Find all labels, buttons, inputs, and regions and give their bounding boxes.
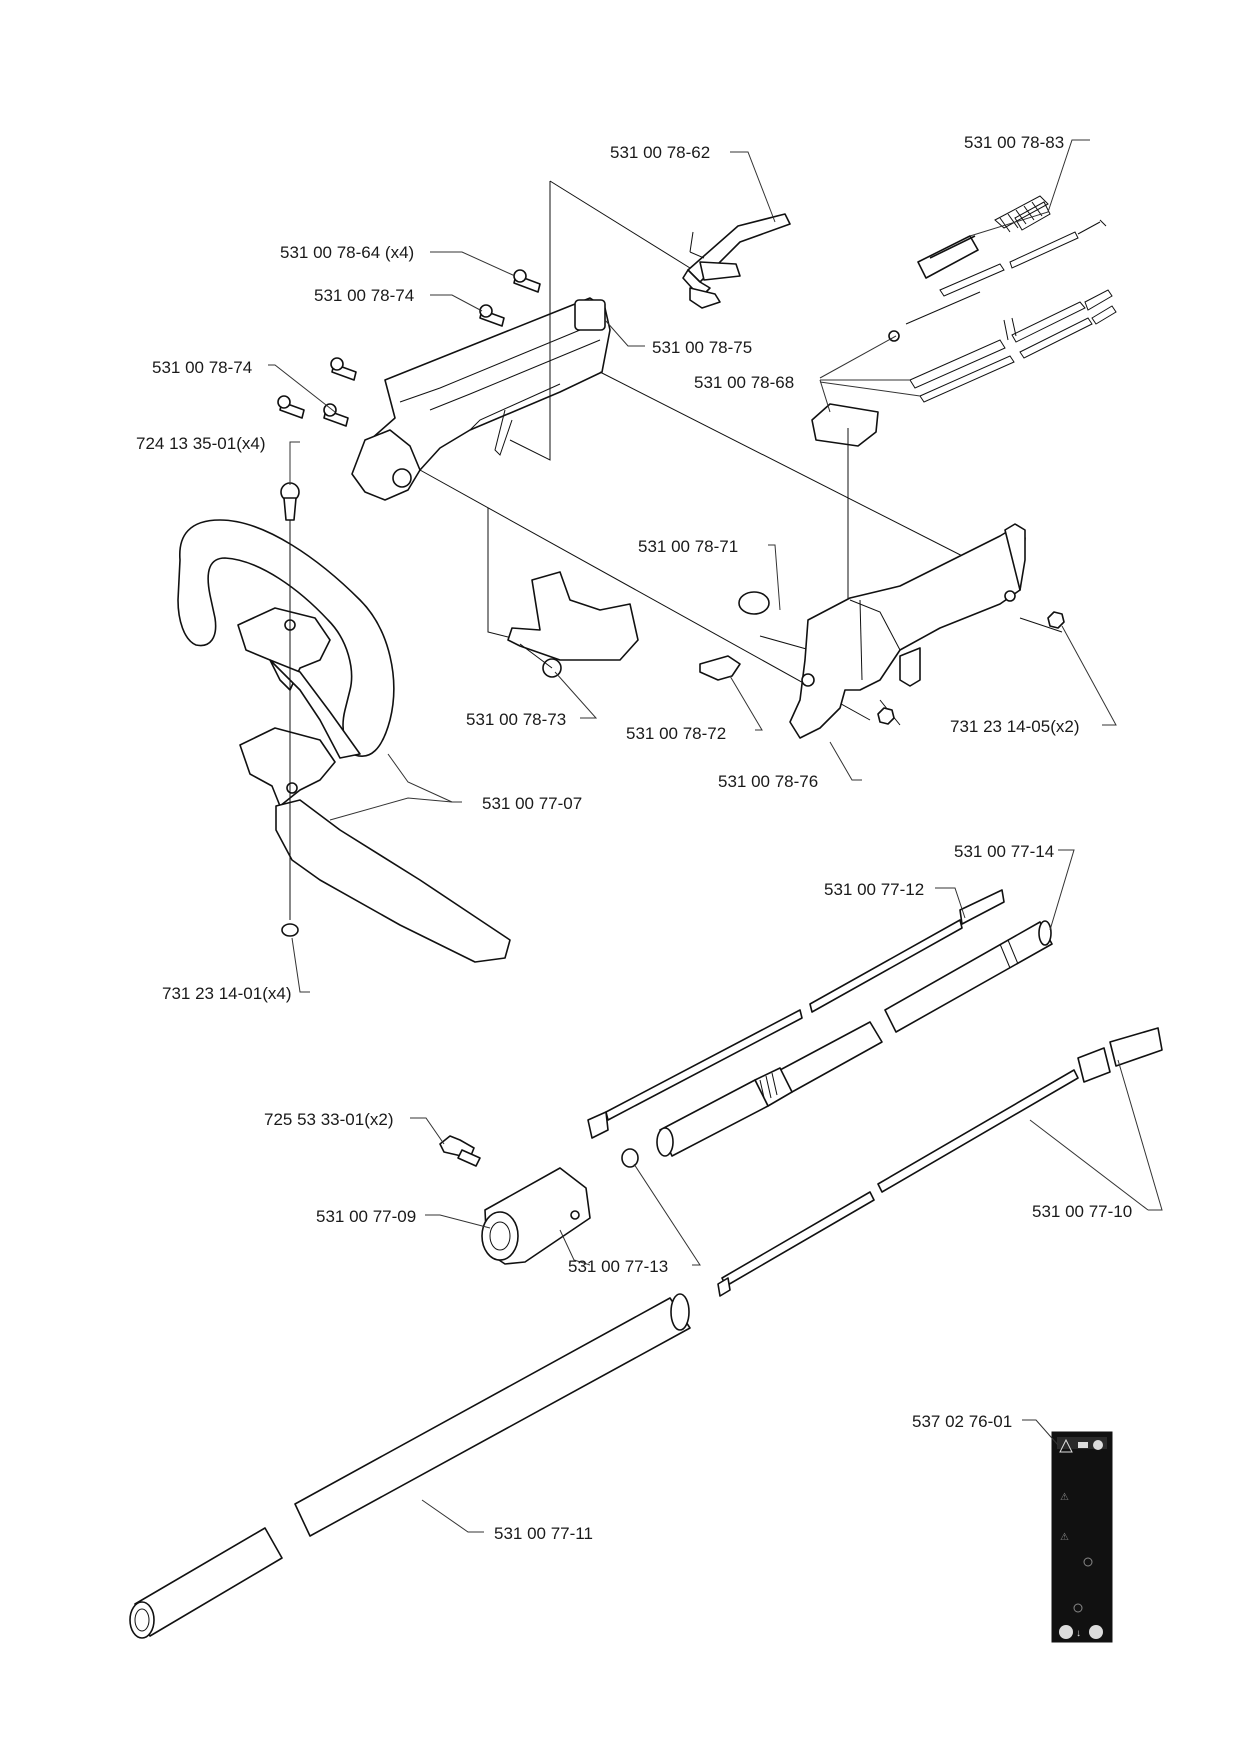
front-handle-part bbox=[177, 519, 511, 963]
handle-bolt-part bbox=[280, 482, 300, 937]
label-531-00-77-14: 531 00 77-14 bbox=[954, 842, 1054, 861]
label-731-23-14-05: 731 23 14-05(x2) bbox=[950, 717, 1079, 736]
label-725-53-33-01: 725 53 33-01(x2) bbox=[264, 1110, 393, 1129]
label-531-00-78-74-upper: 531 00 78-74 bbox=[314, 286, 414, 305]
label-531-00-77-12: 531 00 77-12 bbox=[824, 880, 924, 899]
handle-housing-left bbox=[351, 297, 611, 501]
stop-switch-part bbox=[811, 403, 879, 447]
label-531-00-77-11: 531 00 77-11 bbox=[494, 1524, 593, 1543]
label-531-00-78-68: 531 00 78-68 bbox=[694, 373, 794, 392]
label-531-00-78-75: 531 00 78-75 bbox=[652, 338, 752, 357]
label-531-00-78-64: 531 00 78-64 (x4) bbox=[280, 243, 414, 262]
shaft-tube-upper-part bbox=[656, 920, 1053, 1157]
leader-lines bbox=[268, 139, 1163, 1533]
label-531-00-78-71: 531 00 78-71 bbox=[638, 537, 738, 556]
svg-text:⚠: ⚠ bbox=[1060, 1532, 1069, 1543]
spacer-part bbox=[507, 571, 639, 678]
o-ring-part bbox=[621, 1148, 639, 1168]
part-labels: 531 00 78-62 531 00 78-83 531 00 78-64 (… bbox=[136, 133, 1132, 1543]
label-531-00-77-09: 531 00 77-09 bbox=[316, 1207, 416, 1226]
hex-nut-part bbox=[1047, 611, 1065, 629]
drive-shaft-lower-part bbox=[717, 1027, 1163, 1297]
clamp-screw-part bbox=[439, 1135, 481, 1167]
shaft-tube-lower-part bbox=[129, 1293, 691, 1639]
label-531-00-78-83: 531 00 78-83 bbox=[964, 133, 1064, 152]
svg-text:↓: ↓ bbox=[1076, 1628, 1081, 1639]
label-531-00-77-07: 531 00 77-07 bbox=[482, 794, 582, 813]
label-531-00-77-10: 531 00 77-10 bbox=[1032, 1202, 1132, 1221]
label-531-00-78-76: 531 00 78-76 bbox=[718, 772, 818, 791]
hex-nut-part bbox=[877, 707, 895, 725]
retainer-clip-part bbox=[699, 655, 741, 681]
part-drawings: ⚠ ⚠ ↓ bbox=[129, 180, 1163, 1643]
label-724-13-35-01: 724 13 35-01(x4) bbox=[136, 434, 265, 453]
label-731-23-14-01: 731 23 14-01(x4) bbox=[162, 984, 291, 1003]
handle-housing-right bbox=[789, 523, 1026, 739]
label-531-00-78-73: 531 00 78-73 bbox=[466, 710, 566, 729]
label-537-02-76-01: 537 02 76-01 bbox=[912, 1412, 1012, 1431]
label-531-00-78-62: 531 00 78-62 bbox=[610, 143, 710, 162]
throttle-cable-set bbox=[888, 195, 1117, 403]
svg-text:⚠: ⚠ bbox=[1060, 1492, 1069, 1503]
drive-shaft-upper-part bbox=[587, 889, 1005, 1139]
shaft-clamp-part bbox=[481, 1167, 591, 1265]
label-531-00-77-13: 531 00 77-13 bbox=[568, 1257, 668, 1276]
throttle-trigger-part bbox=[682, 213, 791, 309]
tension-ring-part bbox=[738, 591, 770, 615]
label-531-00-78-72: 531 00 78-72 bbox=[626, 724, 726, 743]
warning-decal-part: ⚠ ⚠ ↓ bbox=[1051, 1431, 1113, 1643]
housing-screws bbox=[277, 269, 541, 427]
label-531-00-78-74-lower: 531 00 78-74 bbox=[152, 358, 252, 377]
